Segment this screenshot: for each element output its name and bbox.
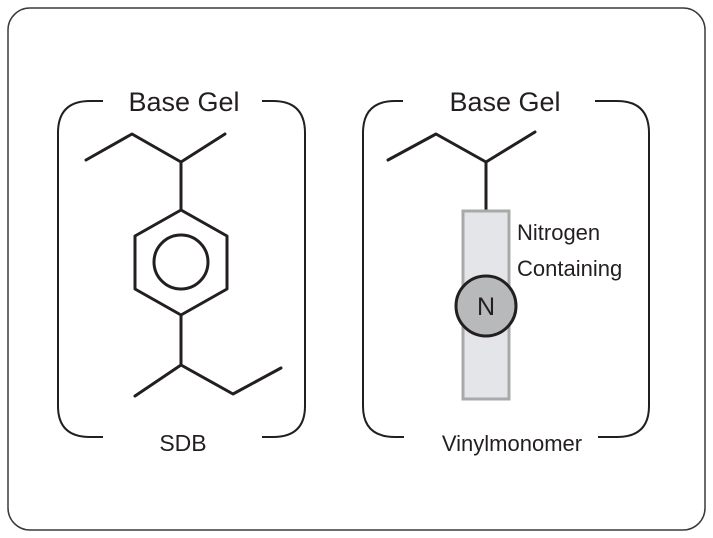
left-bracket [57, 100, 306, 438]
right-bracket [362, 100, 650, 438]
benzene-inner-circle [152, 233, 210, 291]
group-label-line1: Nitrogen [517, 220, 600, 245]
left-backbone-bottom [133, 363, 283, 398]
group-label-line2: Containing [517, 256, 622, 281]
left-backbone-top [84, 132, 227, 164]
nitrogen-atom-label: N [477, 293, 495, 321]
right-panel: Base Gel Vinylmonomer N Nitrogen Contain… [362, 87, 650, 456]
left-title: Base Gel [128, 87, 239, 117]
outer-frame [7, 7, 706, 531]
right-title: Base Gel [449, 87, 560, 117]
nitrogen-atom [454, 274, 518, 338]
left-caption: SDB [159, 430, 206, 456]
right-backbone [386, 130, 537, 164]
right-caption: Vinylmonomer [442, 431, 582, 456]
left-panel: Base Gel SDB [57, 87, 306, 456]
